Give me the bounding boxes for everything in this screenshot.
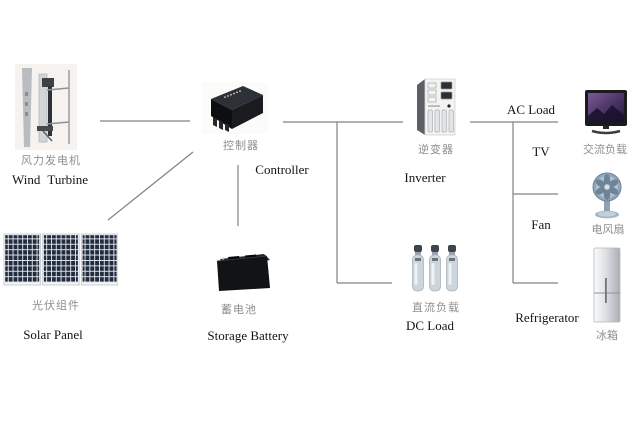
refrigerator-label-zh: 冰箱 [596, 329, 618, 342]
solar-panel-icon [3, 233, 119, 286]
fan-branch-label: Fan [531, 217, 551, 232]
solar-panel-label-en: Solar Panel [23, 327, 83, 342]
tv-node [584, 89, 628, 136]
tv-icon [585, 90, 627, 135]
storage-battery-label-zh: 蓄电池 [221, 303, 257, 316]
dc-load-label-zh: 直流负载 [412, 301, 460, 314]
dc-load-label-en: DC Load [405, 318, 455, 333]
fan-icon [592, 172, 622, 219]
controller-label-zh: 控制器 [223, 139, 259, 152]
wind-turbine-node [15, 64, 77, 150]
tv-label-zh: 交流负载 [583, 143, 627, 156]
solar-panel-label-zh: 光伏组件 [32, 299, 80, 312]
ac-load-bus-label: AC Load [506, 102, 556, 117]
dc-load-node [409, 244, 461, 293]
storage-battery-icon [216, 254, 270, 291]
wind-turbine-icon [15, 64, 77, 150]
dc-load-lamps-icon [412, 245, 458, 292]
inverter-node [412, 77, 462, 137]
refrigerator-branch-label: Refrigerator [515, 310, 579, 325]
inverter-icon [417, 78, 456, 136]
wind-turbine-label-zh: 风力发电机 [21, 154, 81, 167]
wind-turbine-label-en: Wind Turbine [11, 172, 89, 187]
refrigerator-icon [593, 247, 621, 323]
solar-panel-node [3, 233, 119, 287]
refrigerator-node [593, 247, 621, 324]
inverter-label-zh: 逆变器 [418, 143, 454, 156]
controller-label-en: Controller [255, 162, 309, 177]
inverter-label-en: Inverter [404, 170, 446, 185]
controller-node [202, 82, 268, 134]
tv-branch-label: TV [532, 144, 550, 159]
controller-icon [202, 82, 268, 134]
fan-node [591, 171, 623, 219]
storage-battery-label-en: Storage Battery [207, 328, 289, 343]
fan-label-zh: 电风扇 [591, 223, 625, 236]
storage-battery-node [212, 247, 274, 294]
